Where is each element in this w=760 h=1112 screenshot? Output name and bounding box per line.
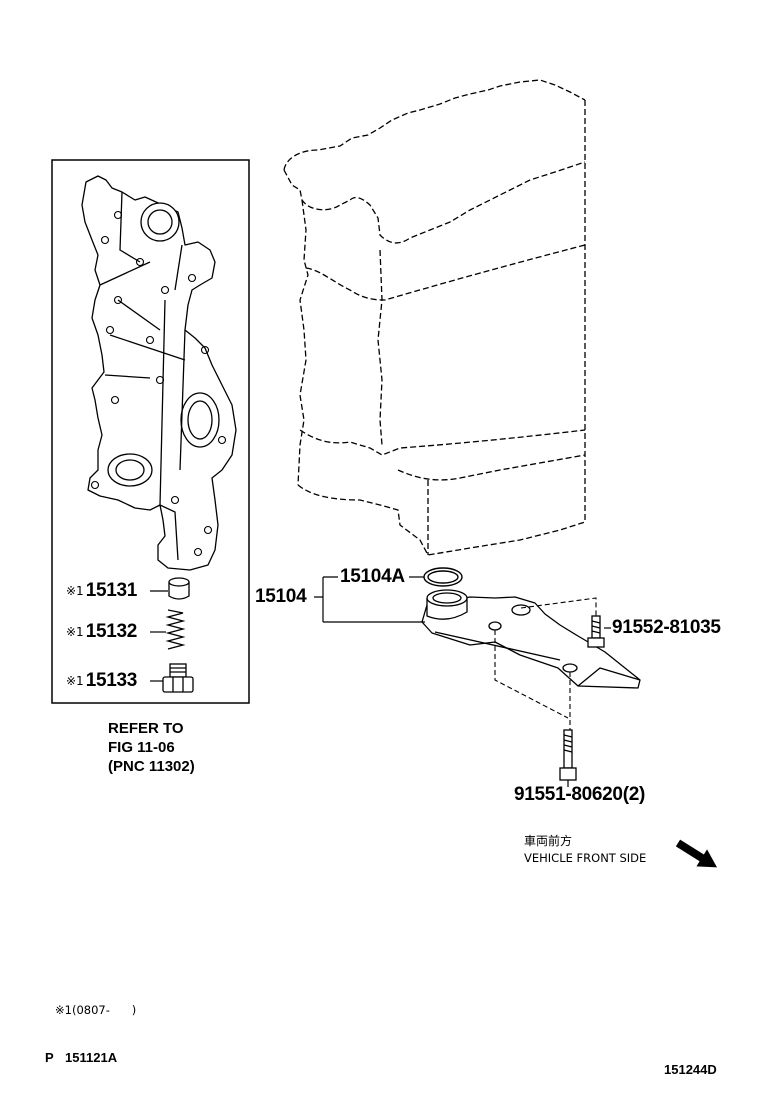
engine-block-outline <box>283 79 586 556</box>
box-leader-lines <box>150 590 168 682</box>
relief-valve-plunger <box>168 577 190 600</box>
bolt-upper <box>587 615 605 648</box>
bolt-lower <box>559 729 577 781</box>
note-mark: ※1 <box>66 625 84 639</box>
alignment-dashed-lines <box>494 597 597 730</box>
applicability-note: ※1(0807- ) <box>55 1003 137 1017</box>
part-number-label[interactable]: 15133 <box>85 670 138 691</box>
figure-id: 151244D <box>664 1062 717 1077</box>
callout-strainer-assembly[interactable]: 15104 <box>255 586 307 607</box>
page-reference: P 151121A <box>45 1050 118 1065</box>
note-mark: ※1 <box>66 674 84 688</box>
part-number-label[interactable]: 15131 <box>85 580 138 601</box>
callout-bolt-upper[interactable]: 91552-81035 <box>612 617 721 638</box>
timing-chain-cover <box>81 175 237 571</box>
refer-line: REFER TO <box>108 720 184 737</box>
relief-valve-spring <box>165 609 186 650</box>
o-ring <box>423 567 463 587</box>
refer-to-note: REFER TO FIG 11-06 (PNC 11302) <box>108 719 195 776</box>
vehicle-front-label-en: VEHICLE FRONT SIDE <box>524 851 647 865</box>
refer-pnc: (PNC 11302) <box>108 758 195 775</box>
vehicle-front-label-ja: 車両前方 <box>524 834 573 848</box>
part-number-label[interactable]: 15132 <box>85 621 138 642</box>
relief-valve-plug <box>162 663 194 693</box>
reference-box <box>51 159 250 704</box>
callout-o-ring[interactable]: 15104A <box>340 566 405 587</box>
callout-bolt-lower[interactable]: 91551-80620(2) <box>514 784 646 805</box>
callout-leader-lines <box>314 576 611 787</box>
arrow-down-right-icon <box>675 839 718 868</box>
refer-figure[interactable]: FIG 11-06 <box>108 739 175 756</box>
note-mark: ※1 <box>66 584 84 598</box>
box-item-15132: ※1 15132 <box>66 621 137 643</box>
box-item-15133: ※1 15133 <box>66 670 137 692</box>
oil-strainer-assembly <box>421 589 641 689</box>
box-item-15131: ※1 15131 <box>66 580 137 602</box>
